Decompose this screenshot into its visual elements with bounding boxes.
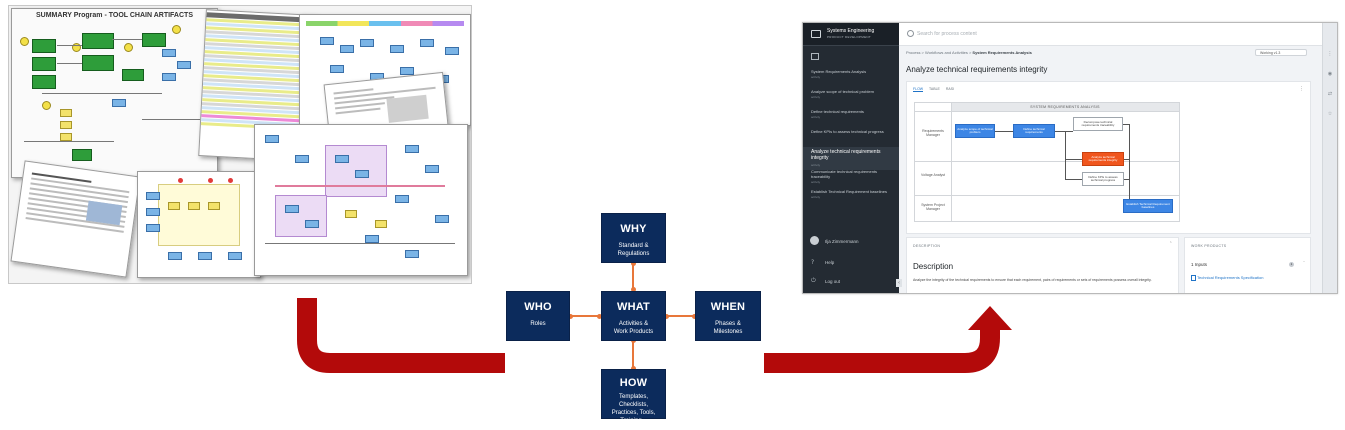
- lane-requirements-manager: Requirements Manager: [922, 129, 944, 137]
- who-description: Roles: [530, 321, 546, 327]
- process-flow-sheet: [137, 171, 261, 278]
- network-flow-sheet: [254, 124, 468, 276]
- work-product-link[interactable]: Technical Requirements Specification: [1197, 275, 1264, 280]
- right-toolbar: ⋮ ◉ ⇄ ☆: [1322, 23, 1337, 293]
- home-icon[interactable]: [811, 53, 819, 60]
- tool-chain-collage: SUMMARY Program - TOOL CHAIN ARTIFACTS: [8, 5, 472, 284]
- sidebar-item-establish-baselines[interactable]: Establish Technical Requirement baseline…: [811, 189, 887, 199]
- folder-icon[interactable]: [811, 30, 821, 38]
- sidebar-item-define-kpis[interactable]: Define KPIs to assess technical progress: [811, 129, 884, 134]
- swimlane-header: SYSTEM REQUIREMENTS ANALYSIS: [951, 103, 1179, 111]
- how-box: HOW Templates, Checklists, Practices, To…: [601, 369, 666, 424]
- description-label: DESCRIPTION: [913, 244, 941, 248]
- chevron-up-icon[interactable]: ˆ: [1303, 261, 1305, 266]
- left-flow-arrow: [297, 298, 505, 373]
- summary-program-sheet: SUMMARY Program - TOOL CHAIN ARTIFACTS: [11, 8, 218, 178]
- user-name[interactable]: Ilja Zimmermann: [825, 239, 859, 244]
- logout-link[interactable]: Log out: [825, 279, 841, 284]
- help-link[interactable]: Help: [825, 260, 835, 265]
- tab-rasi[interactable]: RASI: [945, 87, 955, 91]
- what-box: WHAT Activities & Work Products: [601, 291, 666, 341]
- tab-table[interactable]: TABLE: [929, 87, 940, 91]
- when-heading: WHEN: [710, 301, 746, 313]
- activity-define-kpis[interactable]: Define KPIs to assess technical progress: [1082, 172, 1124, 186]
- when-box: WHEN Phases & Milestones: [695, 291, 761, 341]
- description-text: Analyze the integrity of the technical r…: [913, 278, 1152, 282]
- lane-system-project-manager: System Project Manager: [921, 203, 945, 211]
- lane-voltage-analyst: Voltage Analyst: [921, 173, 945, 177]
- activity-analyze-integrity[interactable]: Analyze technical requirements integrity: [1082, 152, 1124, 166]
- more-icon[interactable]: ⋮: [1327, 51, 1333, 57]
- connector-who-what: [570, 315, 601, 317]
- star-icon[interactable]: ☆: [1327, 111, 1333, 117]
- document-icon: [1191, 275, 1196, 281]
- right-flow-arrow: [764, 328, 1000, 373]
- activity-decompose-traceability[interactable]: Decompose technical requirements traceab…: [1073, 117, 1123, 131]
- share-icon[interactable]: ⇄: [1327, 91, 1333, 97]
- avatar[interactable]: [810, 236, 819, 245]
- inputs-count-badge: 1: [1289, 262, 1294, 267]
- right-arrow-head: [968, 306, 1012, 330]
- what-heading: WHAT: [617, 301, 650, 313]
- version-select[interactable]: Working v1.3: [1255, 49, 1307, 56]
- why-heading: WHY: [620, 223, 647, 235]
- sidebar: Systems Engineering PRODUCT DEVELOPMENT …: [803, 23, 902, 293]
- collage-title: SUMMARY Program - TOOL CHAIN ARTIFACTS: [36, 12, 193, 19]
- power-icon[interactable]: ⏻: [811, 277, 816, 284]
- activity-establish-baselines[interactable]: Establish Technical Requirement baseline…: [1123, 199, 1173, 213]
- page-title: Analyze technical requirements integrity: [906, 65, 1048, 74]
- breadcrumb: Process > Workflows and Activities > Sys…: [906, 50, 1032, 55]
- inputs-label: 1 Inputs: [1191, 262, 1208, 267]
- what-description: Activities & Work Products: [613, 321, 654, 335]
- why-description: Standard & Regulations: [617, 243, 650, 257]
- work-products-card: WORK PRODUCTS 1 Inputs 1 ˆ Technical Req…: [1184, 237, 1311, 293]
- how-description: Templates, Checklists, Practices, Tools,…: [611, 394, 656, 424]
- view-tabs: FLOW TABLE RASI: [913, 87, 959, 92]
- when-description: Phases & Milestones: [713, 321, 743, 335]
- who-heading: WHO: [524, 301, 552, 313]
- search-icon: [907, 30, 914, 37]
- tab-flow[interactable]: FLOW: [913, 87, 924, 92]
- swimlane-diagram: SYSTEM REQUIREMENTS ANALYSIS Requirement…: [914, 102, 1180, 222]
- connector-what-how: [632, 341, 634, 369]
- activity-define-requirements[interactable]: Define technical requirements: [1013, 124, 1055, 138]
- view-icon[interactable]: ◉: [1327, 71, 1333, 77]
- search-input[interactable]: [917, 28, 1117, 39]
- who-box: WHO Roles: [506, 291, 570, 341]
- work-products-label: WORK PRODUCTS: [1191, 244, 1227, 248]
- sidebar-header: [803, 23, 899, 46]
- connector-why-what: [632, 263, 634, 291]
- why-box: WHY Standard & Regulations: [601, 213, 666, 263]
- card-menu-icon[interactable]: ⋮: [1299, 86, 1304, 92]
- flow-card: FLOW TABLE RASI ⋮ SYSTEM REQUIREMENTS AN…: [906, 81, 1311, 234]
- help-icon[interactable]: ?: [811, 259, 815, 266]
- collapse-sidebar-icon[interactable]: ‹: [896, 279, 902, 287]
- connector-what-when: [666, 315, 695, 317]
- description-heading: Description: [913, 262, 954, 271]
- sidebar-title: Systems Engineering PRODUCT DEVELOPMENT: [827, 28, 875, 39]
- top-bar: [899, 23, 1322, 46]
- how-heading: HOW: [619, 377, 648, 389]
- sidebar-item-communicate-traceability[interactable]: Communicate technical requirements trace…: [811, 169, 878, 184]
- description-card: DESCRIPTION ˆ Description Analyze the in…: [906, 237, 1179, 293]
- activity-analyze-scope[interactable]: Analyze scope of technical problem: [955, 124, 995, 138]
- process-app-screenshot: Systems Engineering PRODUCT DEVELOPMENT …: [802, 22, 1338, 294]
- chevron-up-icon[interactable]: ˆ: [1169, 242, 1173, 248]
- sidebar-item-analyze-integrity[interactable]: Analyze technical requirements integrity…: [803, 147, 899, 170]
